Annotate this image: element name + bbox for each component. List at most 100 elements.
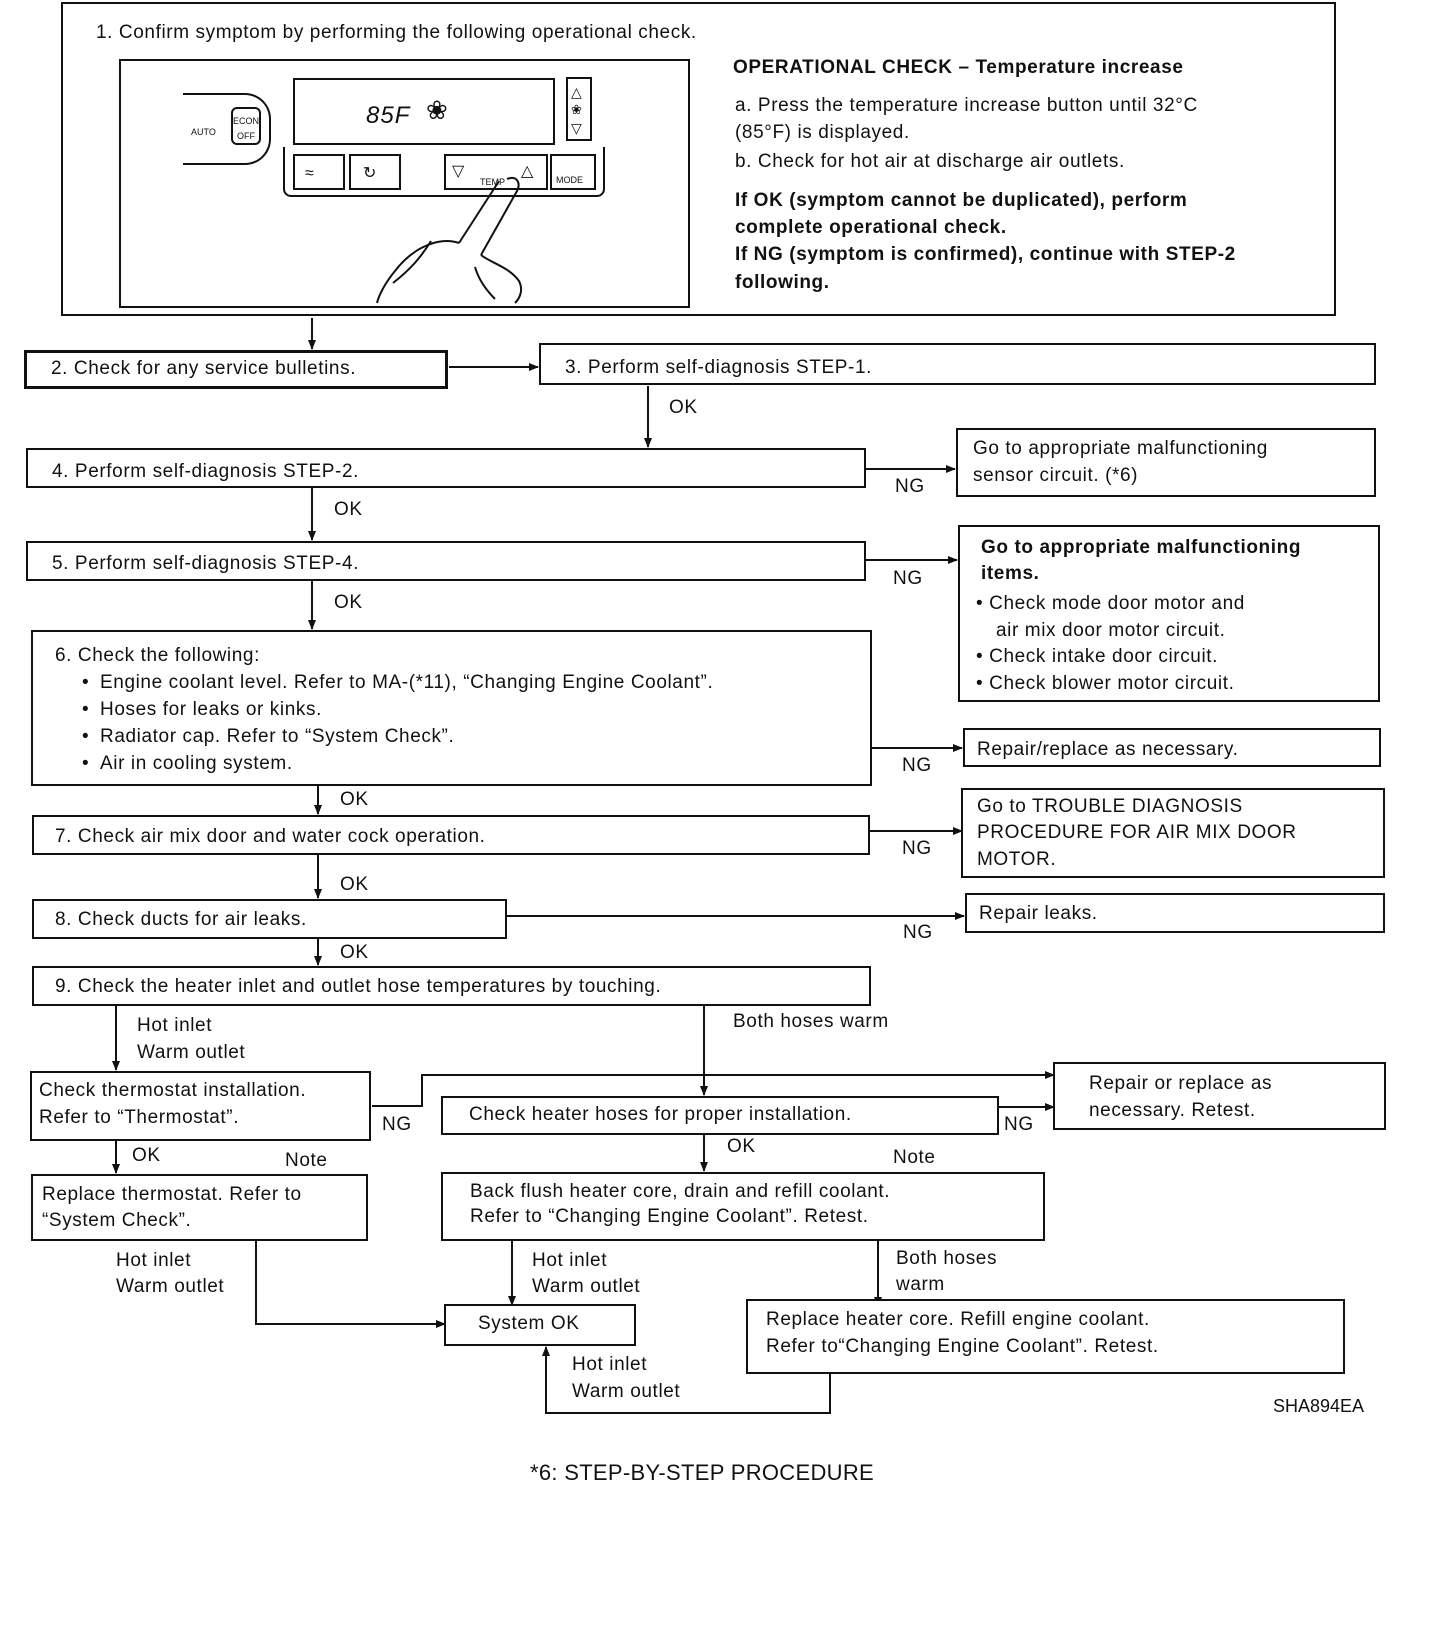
result8-box <box>965 893 1385 933</box>
result5-box <box>958 525 1380 702</box>
note-label-thermostat: Note <box>285 1150 328 1171</box>
recirc-button <box>349 154 401 190</box>
defrost-icon: ≈ <box>305 165 315 182</box>
ok-label-4: OK <box>334 499 363 520</box>
step9-text: 9. Check the heater inlet and outlet hos… <box>55 976 662 997</box>
step9-box <box>32 966 871 1006</box>
ng-label-4: NG <box>895 476 925 497</box>
step4-text: 4. Perform self-diagnosis STEP-2. <box>52 461 360 482</box>
system-ok-text: System OK <box>478 1313 580 1334</box>
replace-heater-core-line1: Replace heater core. Refill engine coola… <box>766 1309 1150 1330</box>
fan-down-arrow-icon: ▽ <box>571 120 583 136</box>
both-hoses-warm-label: Both hoses warm <box>733 1011 889 1032</box>
result5-item-2: • Check intake door circuit. <box>976 646 1219 667</box>
step7-text: 7. Check air mix door and water cock ope… <box>55 826 486 847</box>
check-item-a-line1: a. Press the temperature increase button… <box>735 95 1198 116</box>
thermostat-line1: Check thermostat installation. <box>39 1080 307 1101</box>
result7-line1: Go to TROUBLE DIAGNOSIS <box>977 796 1243 817</box>
footnote: *6: STEP-BY-STEP PROCEDURE <box>530 1460 875 1485</box>
operational-check-heading: OPERATIONAL CHECK – Temperature increase <box>733 57 1184 78</box>
ok-label-thermostat: OK <box>132 1145 161 1166</box>
warm-outlet-label-9: Warm outlet <box>137 1042 246 1063</box>
back-flush-box <box>441 1172 1045 1241</box>
heater-hoses-box <box>441 1096 999 1135</box>
ok-label-6: OK <box>340 789 369 810</box>
ng-label-thermostat: NG <box>382 1114 412 1135</box>
mode-button <box>550 154 596 190</box>
temp-label: TEMP <box>480 177 506 187</box>
result7-line3: MOTOR. <box>977 849 1057 870</box>
result5-item-3: • Check blower motor circuit. <box>976 673 1235 694</box>
hot-inlet-label-b: Hot inlet <box>532 1250 608 1271</box>
ng-label-hoses: NG <box>1004 1114 1034 1135</box>
fan-up-arrow-icon: △ <box>571 84 583 100</box>
ng-label-5: NG <box>893 568 923 589</box>
mode-label: MODE <box>556 175 583 185</box>
replace-heater-core-line2: Refer to“Changing Engine Coolant”. Retes… <box>766 1336 1159 1357</box>
warm-label: warm <box>896 1274 945 1295</box>
step1-title: 1. Confirm symptom by performing the fol… <box>96 22 697 43</box>
fan-icon: ❀ <box>426 95 449 125</box>
result5-line1: Go to appropriate malfunctioning <box>981 537 1302 558</box>
econ-label: ECON <box>233 116 260 126</box>
result5-item-1-cont: air mix door motor circuit. <box>996 620 1226 641</box>
ok-label-hoses: OK <box>727 1136 756 1157</box>
step4-box <box>26 448 866 488</box>
replace-heater-core-box <box>746 1299 1345 1374</box>
result8-text: Repair leaks. <box>979 903 1098 924</box>
repair-retest-line1: Repair or replace as <box>1089 1073 1273 1094</box>
repair-retest-line2: necessary. Retest. <box>1089 1100 1256 1121</box>
fan-glyph-icon: ❀ <box>571 102 583 117</box>
back-flush-line2: Refer to “Changing Engine Coolant”. Rete… <box>470 1206 869 1227</box>
ng-label-6: NG <box>902 755 932 776</box>
arrow-core-to-ok <box>542 1346 831 1414</box>
warm-outlet-label-b: Warm outlet <box>532 1276 641 1297</box>
step6-item: Air in cooling system. <box>82 750 713 777</box>
thermostat-box <box>30 1071 371 1141</box>
result5-item-1: • Check mode door motor and <box>976 593 1245 614</box>
check-item-a-line2: (85°F) is displayed. <box>735 122 910 143</box>
step5-text: 5. Perform self-diagnosis STEP-4. <box>52 553 360 574</box>
result7-box <box>961 788 1385 878</box>
recirc-icon: ↻ <box>363 165 378 182</box>
ng-label-8: NG <box>903 922 933 943</box>
result7-line2: PROCEDURE FOR AIR MIX DOOR <box>977 822 1297 843</box>
pressing-hand-icon <box>376 177 523 304</box>
system-ok-box <box>444 1304 636 1346</box>
econ-off-button <box>231 107 261 145</box>
hot-inlet-label-c: Hot inlet <box>572 1354 648 1375</box>
control-panel-figure: AUTO ECON OFF 85F ❀ △ ❀ ▽ ≈ ↻ ▽ TEMP △ M… <box>119 59 690 308</box>
step6-title: 6. Check the following: <box>55 645 260 666</box>
arrow-replace-to-ok <box>255 1241 446 1328</box>
step8-box <box>32 899 507 939</box>
ok-label-3: OK <box>669 397 698 418</box>
result4-box <box>956 428 1376 497</box>
replace-thermostat-line2: “System Check”. <box>42 1210 192 1231</box>
step6-item: Radiator cap. Refer to “System Check”. <box>82 723 713 750</box>
arrow-thermo-ng <box>372 1071 1055 1107</box>
step3-box <box>539 343 1376 385</box>
figure-code: SHA894EA <box>1273 1396 1365 1416</box>
hot-inlet-label-9: Hot inlet <box>137 1015 213 1036</box>
ok-label-7: OK <box>340 874 369 895</box>
heater-hoses-text: Check heater hoses for proper installati… <box>469 1104 852 1125</box>
step2-text: 2. Check for any service bulletins. <box>51 358 357 379</box>
warm-outlet-label-a: Warm outlet <box>116 1276 225 1297</box>
auto-label: AUTO <box>191 127 216 137</box>
both-hoses-label: Both hoses <box>896 1248 998 1269</box>
result5-line2: items. <box>981 563 1040 584</box>
replace-thermostat-line1: Replace thermostat. Refer to <box>42 1184 302 1205</box>
result6-box <box>963 728 1381 767</box>
temp-down-icon: ▽ <box>452 163 465 180</box>
result4-line2: sensor circuit. (*6) <box>973 465 1139 486</box>
temperature-display <box>293 78 555 145</box>
step8-text: 8. Check ducts for air leaks. <box>55 909 307 930</box>
off-label: OFF <box>237 131 255 141</box>
if-ng-line2: following. <box>735 272 830 293</box>
warm-outlet-label-c: Warm outlet <box>572 1381 681 1402</box>
replace-thermostat-box <box>31 1174 368 1241</box>
note-label-hoses: Note <box>893 1147 936 1168</box>
step6-item: Hoses for leaks or kinks. <box>82 696 713 723</box>
step6-list: Engine coolant level. Refer to MA-(*11),… <box>82 669 713 777</box>
